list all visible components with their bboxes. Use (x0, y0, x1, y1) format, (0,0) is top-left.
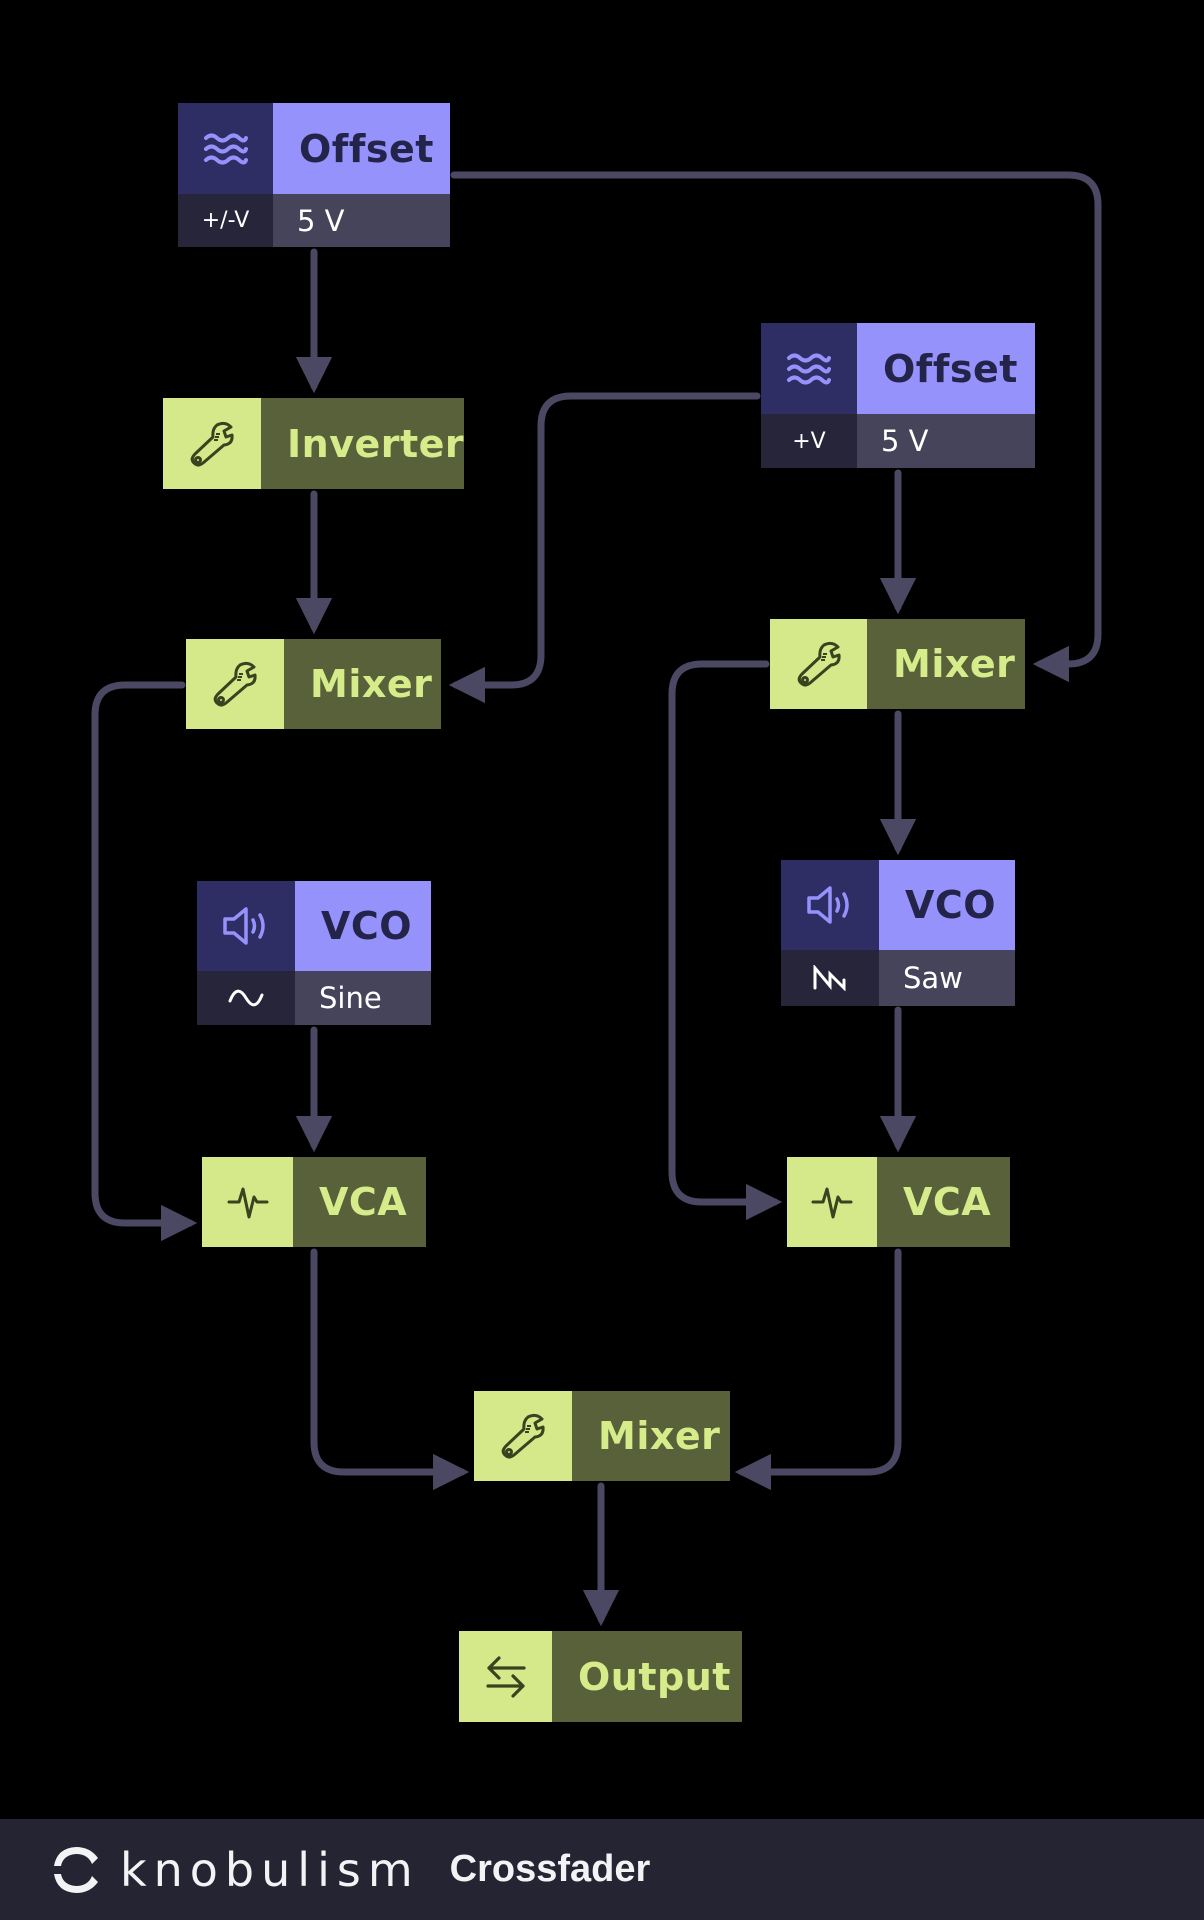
speaker-icon (781, 860, 879, 950)
wrench-icon (770, 619, 867, 709)
node-title: Output (552, 1631, 742, 1722)
param-value[interactable]: Sine (295, 971, 431, 1025)
node-title: Inverter (261, 398, 464, 489)
node-title: VCO (879, 860, 1015, 950)
param-mode-label: +V (761, 414, 857, 468)
node-vca-right[interactable]: VCA (787, 1157, 1010, 1247)
wire-mixer-right-to-vca-right (668, 660, 783, 1221)
node-offset-1[interactable]: Offset +/-V 5 V (178, 103, 450, 247)
node-title: Offset (857, 323, 1035, 414)
sine-wave-icon (197, 971, 295, 1025)
brand-logo[interactable]: knobulism (48, 1842, 420, 1898)
node-output[interactable]: Output (459, 1631, 742, 1722)
saw-wave-icon (781, 950, 879, 1006)
footer-bar: knobulism Crossfader (0, 1819, 1204, 1920)
node-title: VCO (295, 881, 431, 971)
waves-icon (761, 323, 857, 414)
wire-mixer-left-to-vca-left (91, 681, 198, 1242)
node-mixer-left[interactable]: Mixer (186, 639, 441, 729)
node-vco-left[interactable]: VCO Sine (197, 881, 431, 1025)
param-value[interactable]: 5 V (273, 194, 450, 247)
pulse-icon (202, 1157, 293, 1247)
brand-name: knobulism (120, 1842, 420, 1897)
wire-vca-left-to-mixer-bottom (310, 1248, 470, 1491)
node-title: Mixer (284, 639, 441, 729)
waves-icon (178, 103, 273, 194)
pulse-icon (787, 1157, 877, 1247)
knob-logo-icon (54, 1846, 98, 1893)
param-value[interactable]: 5 V (857, 414, 1035, 468)
node-title: Offset (273, 103, 450, 194)
param-mode-label: +/-V (178, 194, 273, 247)
node-title: Mixer (867, 619, 1025, 709)
node-mixer-bottom[interactable]: Mixer (474, 1391, 730, 1481)
wire-offset1-to-mixer-right (450, 171, 1102, 683)
wrench-icon (163, 398, 261, 489)
node-title: VCA (877, 1157, 1010, 1247)
node-title: Mixer (572, 1391, 730, 1481)
wire-offset2-to-mixer-left (448, 392, 761, 704)
wrench-icon (474, 1391, 572, 1481)
wire-vca-right-to-mixer-bottom (734, 1248, 902, 1491)
node-vca-left[interactable]: VCA (202, 1157, 426, 1247)
swap-arrows-icon (459, 1631, 552, 1722)
node-vco-right[interactable]: VCO Saw (781, 860, 1015, 1006)
node-title: VCA (293, 1157, 426, 1247)
wrench-icon (186, 639, 284, 729)
node-inverter[interactable]: Inverter (163, 398, 464, 489)
speaker-icon (197, 881, 295, 971)
diagram-title: Crossfader (449, 1848, 651, 1890)
node-mixer-right[interactable]: Mixer (770, 619, 1025, 709)
param-value[interactable]: Saw (879, 950, 1015, 1006)
node-offset-2[interactable]: Offset +V 5 V (761, 323, 1035, 468)
